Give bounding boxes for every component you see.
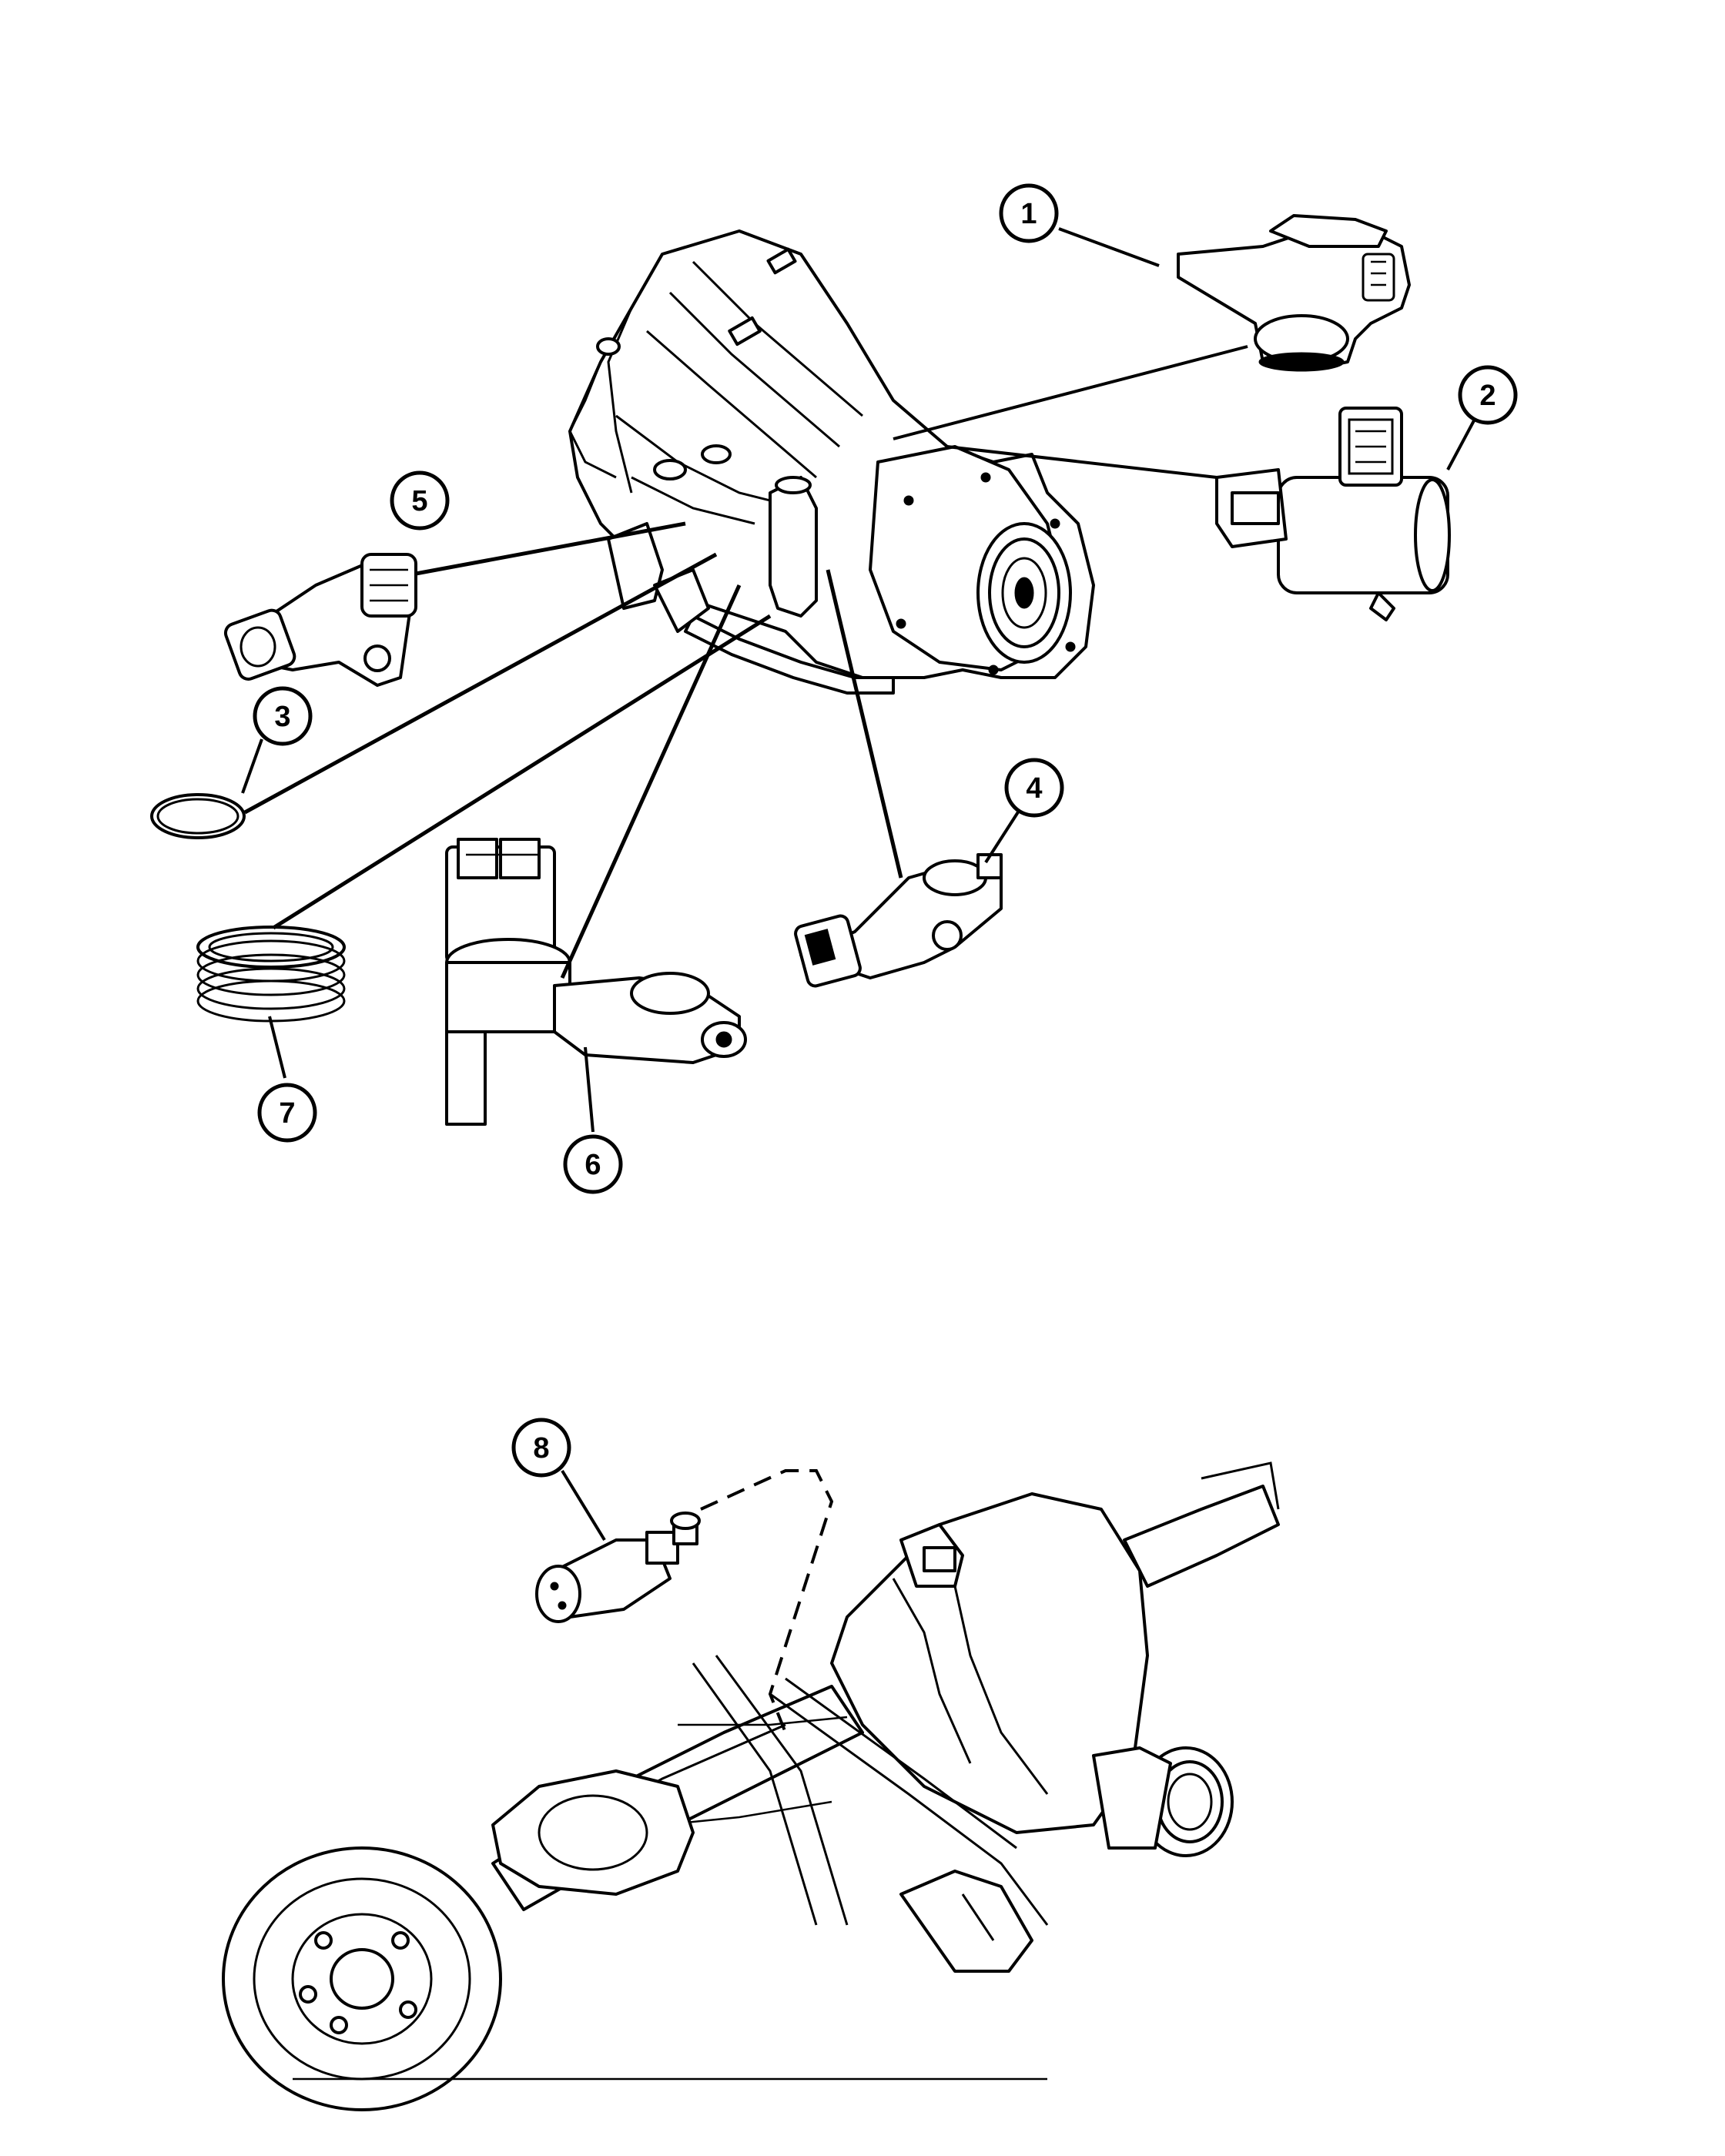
callout-8-label: 8 <box>533 1432 549 1465</box>
part-4-speed-sensor <box>794 853 1003 988</box>
callout-6-label: 6 <box>584 1149 601 1181</box>
callout-4-label: 4 <box>1026 772 1042 805</box>
callout-3: 3 <box>253 686 313 746</box>
callout-2-label: 2 <box>1479 380 1496 412</box>
part-8-sensor <box>535 1512 701 1623</box>
callout-4: 4 <box>1004 758 1064 818</box>
callout-8: 8 <box>511 1418 571 1478</box>
part-6-sensor-bracket <box>445 838 747 1126</box>
rear-axle-assembly-icon <box>222 1461 1280 2111</box>
leader-lines <box>241 227 1480 1733</box>
part-7-seal <box>196 926 346 1023</box>
callout-5: 5 <box>390 470 450 531</box>
callout-1-label: 1 <box>1020 198 1037 230</box>
part-5-speed-sensor <box>223 553 417 687</box>
callout-6: 6 <box>563 1134 623 1194</box>
part-1-solenoid <box>1177 214 1411 372</box>
transmission-assembly-icon <box>568 229 1095 695</box>
callout-5-label: 5 <box>411 485 427 517</box>
callout-7-label: 7 <box>279 1097 295 1130</box>
callout-2: 2 <box>1458 365 1518 425</box>
part-3-o-ring <box>150 793 246 839</box>
callout-1: 1 <box>999 183 1059 243</box>
part-2-solenoid <box>1215 407 1451 621</box>
callout-7: 7 <box>257 1083 317 1143</box>
callout-3-label: 3 <box>274 701 290 733</box>
